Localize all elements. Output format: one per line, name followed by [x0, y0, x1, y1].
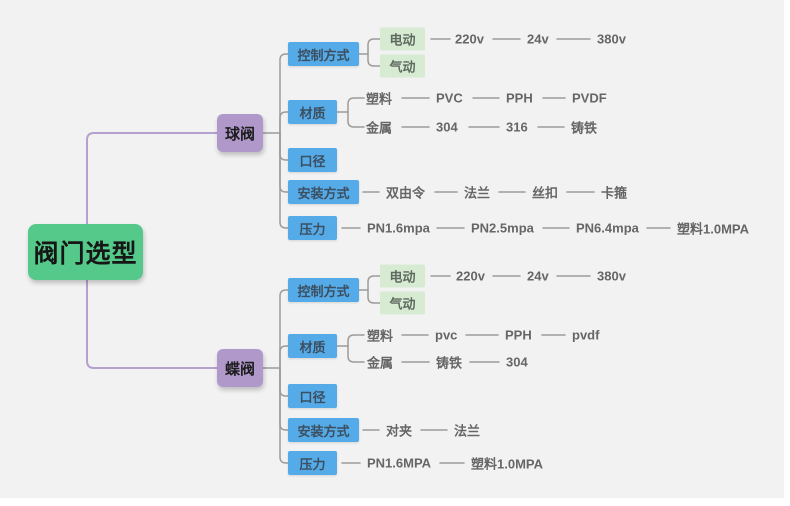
leaf-ball-voltage-380v[interactable]: 380v — [597, 31, 626, 47]
leaf-butterfly-plastic-pph[interactable]: PPH — [505, 327, 532, 343]
mindmap-canvas: 阀门选型 球阀 蝶阀 控制方式 材质 口径 安装方式 压力 电动 气动 220v… — [0, 0, 784, 498]
topic-butterfly-pressure[interactable]: 压力 — [288, 451, 337, 475]
leaf-ball-pressure-plastic-1-0[interactable]: 塑料1.0MPA — [677, 221, 749, 237]
leaf-ball-plastic-pvc[interactable]: PVC — [436, 90, 463, 106]
leaf-ball-metal-316[interactable]: 316 — [506, 119, 528, 135]
leaf-ball-install-union[interactable]: 双由令 — [386, 185, 426, 201]
leaf-butterfly-plastic[interactable]: 塑料 — [367, 328, 394, 344]
leaf-ball-plastic-pvdf[interactable]: PVDF — [572, 90, 607, 106]
topic-butterfly-control-method[interactable]: 控制方式 — [288, 278, 359, 302]
topic-ball-install-method[interactable]: 安装方式 — [288, 180, 359, 204]
topic-butterfly-material[interactable]: 材质 — [288, 334, 337, 358]
leaf-butterfly-metal[interactable]: 金属 — [367, 355, 394, 371]
connector-lines — [86, 38, 671, 464]
leaf-ball-pressure-pn6-4[interactable]: PN6.4mpa — [576, 220, 639, 236]
topic-ball-material[interactable]: 材质 — [288, 100, 337, 124]
leaf-ball-metal-304[interactable]: 304 — [436, 119, 458, 135]
leaf-ball-plastic[interactable]: 塑料 — [366, 91, 393, 107]
leaf-butterfly-pressure-pn1-6[interactable]: PN1.6MPA — [367, 455, 432, 471]
leaf-butterfly-plastic-pvc[interactable]: pvc — [435, 327, 458, 343]
topic-ball-control-method[interactable]: 控制方式 — [288, 42, 359, 66]
leaf-butterfly-voltage-220v[interactable]: 220v — [456, 268, 485, 284]
leaf-butterfly-metal-304[interactable]: 304 — [506, 354, 528, 370]
subtopic-butterfly-pneumatic[interactable]: 气动 — [380, 291, 425, 315]
topic-butterfly-install-method[interactable]: 安装方式 — [288, 418, 359, 442]
leaf-ball-install-clamp[interactable]: 卡箍 — [601, 185, 628, 201]
leaf-ball-metal[interactable]: 金属 — [366, 120, 393, 136]
subtopic-butterfly-electric[interactable]: 电动 — [380, 264, 425, 288]
leaf-butterfly-install-flange[interactable]: 法兰 — [454, 423, 481, 439]
topic-ball-diameter[interactable]: 口径 — [288, 148, 337, 172]
leaf-ball-install-flange[interactable]: 法兰 — [464, 185, 491, 201]
leaf-butterfly-voltage-380v[interactable]: 380v — [597, 268, 626, 284]
leaf-butterfly-plastic-pvdf[interactable]: pvdf — [572, 327, 600, 343]
leaf-ball-metal-cast-iron[interactable]: 铸铁 — [571, 120, 598, 136]
leaf-ball-pressure-pn2-5[interactable]: PN2.5mpa — [471, 220, 534, 236]
topic-ball-pressure[interactable]: 压力 — [288, 216, 337, 240]
leaf-butterfly-install-wafer[interactable]: 对夹 — [386, 423, 413, 439]
topic-butterfly-diameter[interactable]: 口径 — [288, 384, 337, 408]
leaf-ball-plastic-pph[interactable]: PPH — [506, 90, 533, 106]
leaf-ball-pressure-pn1-6[interactable]: PN1.6mpa — [367, 220, 430, 236]
root-node-valve-selection[interactable]: 阀门选型 — [28, 224, 143, 280]
leaf-ball-install-thread[interactable]: 丝扣 — [532, 185, 559, 201]
ball-valve-connectors — [262, 38, 671, 229]
branch-node-butterfly-valve[interactable]: 蝶阀 — [217, 349, 263, 387]
leaf-butterfly-metal-cast-iron[interactable]: 铸铁 — [436, 355, 463, 371]
butterfly-valve-connectors — [262, 275, 591, 464]
leaf-ball-voltage-24v[interactable]: 24v — [527, 31, 549, 47]
leaf-ball-voltage-220v[interactable]: 220v — [455, 31, 484, 47]
subtopic-ball-electric[interactable]: 电动 — [380, 27, 425, 51]
leaf-butterfly-voltage-24v[interactable]: 24v — [527, 268, 549, 284]
leaf-butterfly-pressure-plastic-1-0[interactable]: 塑料1.0MPA — [471, 456, 543, 472]
subtopic-ball-pneumatic[interactable]: 气动 — [380, 54, 425, 78]
branch-node-ball-valve[interactable]: 球阀 — [217, 114, 263, 152]
